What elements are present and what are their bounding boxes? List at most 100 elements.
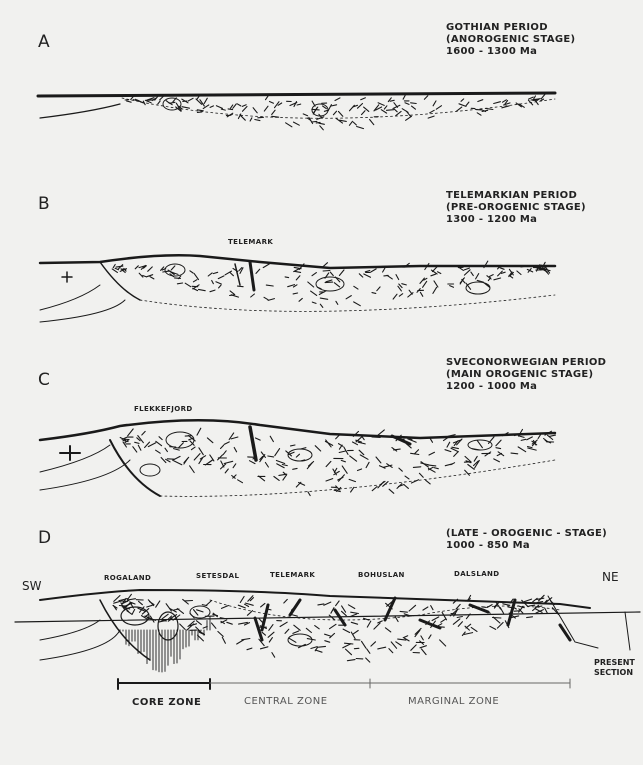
rock-texture-stroke [247, 611, 252, 616]
rock-texture-stroke [166, 604, 171, 611]
zone-label-central: CENTRAL ZONE [244, 696, 328, 707]
deformation-stroke [560, 625, 570, 640]
rock-texture-stroke [330, 624, 337, 628]
rock-texture-stroke [324, 602, 331, 605]
rock-texture-stroke [196, 621, 201, 625]
rock-texture-stroke [183, 599, 189, 604]
rock-texture-stroke [431, 606, 433, 610]
rock-texture-stroke [245, 604, 249, 606]
rock-texture-stroke [409, 605, 416, 611]
rock-texture-stroke [345, 643, 353, 644]
rock-texture-stroke [367, 621, 371, 627]
rock-texture-stroke [533, 598, 538, 602]
rock-texture-stroke [346, 649, 352, 655]
rock-texture-stroke [259, 619, 262, 623]
rock-texture-stroke [421, 649, 426, 655]
rock-texture-stroke [385, 628, 390, 632]
rock-texture-stroke [436, 627, 445, 628]
rock-texture-stroke [487, 605, 492, 608]
rock-texture-stroke [440, 640, 446, 646]
rock-texture-stroke [315, 650, 322, 652]
rock-texture-stroke [269, 625, 273, 631]
rock-texture-stroke [374, 623, 380, 629]
rock-texture-stroke [237, 640, 244, 644]
rock-texture-stroke [128, 594, 132, 599]
rock-texture-stroke [285, 629, 289, 633]
rock-texture-stroke [462, 632, 465, 636]
rock-texture-stroke [289, 638, 296, 642]
rock-texture-stroke [367, 649, 370, 654]
rock-texture-stroke [315, 626, 320, 629]
rock-texture-stroke [319, 646, 326, 647]
rock-texture-stroke [429, 635, 431, 639]
rock-texture-stroke [366, 658, 370, 662]
rock-texture-stroke [437, 624, 441, 627]
rock-texture-stroke [247, 648, 252, 650]
rock-texture-stroke [222, 637, 225, 643]
rock-texture-stroke [331, 608, 334, 614]
rock-texture-stroke [162, 620, 167, 621]
rock-texture-stroke [280, 622, 287, 626]
rock-texture-stroke [269, 638, 272, 642]
rock-texture-stroke [371, 642, 376, 646]
rock-texture-stroke [400, 611, 407, 612]
rock-texture-stroke [272, 653, 275, 658]
rock-texture-stroke [292, 615, 298, 617]
rock-texture-stroke [527, 617, 533, 618]
rock-texture-stroke [471, 627, 477, 631]
rock-texture-stroke [127, 611, 132, 615]
rock-texture-stroke [128, 599, 136, 600]
rock-texture-stroke [378, 647, 386, 649]
deformation-stroke [470, 605, 488, 612]
rock-texture-stroke [261, 647, 268, 649]
rock-texture-stroke [351, 622, 357, 624]
zone-label-marginal: MARGINAL ZONE [408, 696, 499, 707]
rock-texture-stroke [343, 629, 350, 632]
rock-texture-stroke [293, 631, 299, 633]
rock-texture-stroke [391, 642, 396, 648]
rock-texture-stroke [347, 660, 355, 661]
rock-texture-stroke [420, 646, 426, 648]
rock-texture-stroke [318, 604, 324, 605]
rock-texture-stroke [180, 624, 185, 629]
rock-texture-stroke [147, 605, 153, 607]
rock-texture-stroke [353, 631, 358, 634]
rock-texture-stroke [268, 632, 274, 637]
rock-texture-stroke [545, 608, 548, 613]
deformation-stroke [335, 610, 345, 625]
rock-texture-stroke [156, 601, 160, 607]
rock-texture-stroke [227, 622, 233, 624]
rock-texture-stroke [222, 606, 229, 609]
rock-texture-stroke [398, 639, 406, 640]
rock-texture-stroke [389, 649, 393, 653]
rock-texture-stroke [190, 614, 194, 618]
rock-texture-stroke [218, 632, 223, 637]
rock-texture-stroke [206, 601, 211, 606]
rock-texture-stroke [311, 647, 317, 649]
rock-texture-stroke [503, 604, 510, 606]
rock-texture-stroke [307, 639, 315, 640]
rock-texture-stroke [524, 599, 531, 602]
rock-texture-stroke [423, 607, 428, 610]
rock-texture-stroke [362, 641, 366, 648]
rock-texture-stroke [238, 605, 245, 608]
rock-texture-stroke [197, 610, 203, 612]
rock-texture-stroke [139, 601, 143, 604]
rock-texture-stroke [403, 636, 408, 638]
rock-texture-stroke [261, 603, 265, 607]
rock-texture-stroke [537, 602, 543, 603]
rock-texture-stroke [262, 632, 265, 635]
rock-texture-stroke [442, 612, 446, 620]
rock-texture-stroke [294, 625, 300, 630]
rock-texture-stroke [343, 644, 351, 648]
rock-texture-stroke [119, 606, 125, 607]
rock-texture-stroke [453, 619, 460, 624]
rock-texture-stroke [482, 607, 487, 608]
deformation-stroke [385, 598, 395, 620]
rock-texture-stroke [336, 601, 340, 606]
rock-texture-stroke [162, 614, 168, 619]
zone-label-core: CORE ZONE [132, 697, 201, 708]
rock-texture-stroke [432, 617, 439, 621]
rock-texture-stroke [411, 645, 416, 650]
